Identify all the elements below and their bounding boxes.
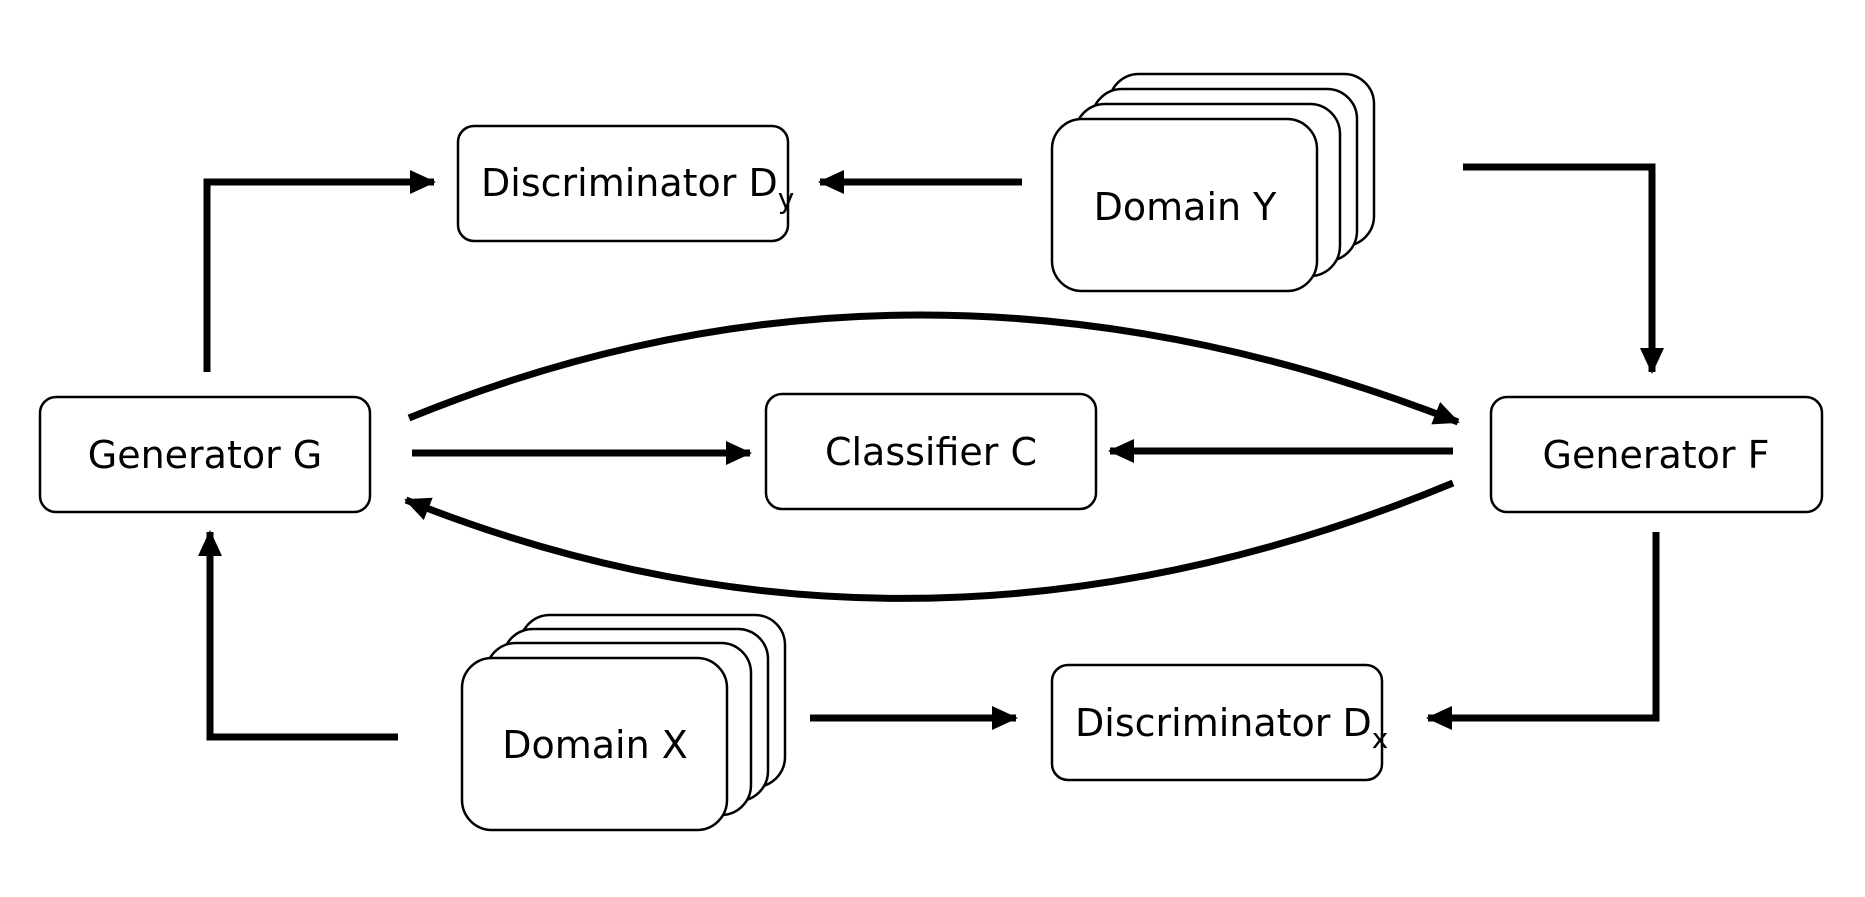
domain-y-label: Domain Y [1094, 185, 1278, 229]
svg-text:Discriminator Dx: Discriminator Dx [1075, 701, 1388, 755]
discriminator-dy-label: Discriminator D [481, 161, 778, 205]
generator-g-label: Generator G [88, 433, 323, 477]
classifier-c-label: Classifier C [825, 430, 1037, 474]
domain-x-label: Domain X [502, 723, 688, 767]
classifier-c-node: Classifier C [764, 392, 1098, 511]
arrow-g-to-f-curve [407, 311, 1460, 426]
discriminator-dx-node: Discriminator Dx [1050, 663, 1388, 782]
generator-f-node: Generator F [1489, 395, 1824, 514]
arrow-domain-x-to-generator-g [198, 530, 398, 741]
discriminator-dx-label: Discriminator D [1075, 701, 1372, 745]
arrow-f-to-g-curve [404, 479, 1455, 602]
arrow-g-to-discriminator-dy [203, 170, 436, 372]
generator-f-label: Generator F [1543, 433, 1770, 477]
discriminator-dx-subscript: x [1372, 722, 1389, 755]
discriminator-dy-node: Discriminator Dy [456, 124, 794, 243]
generator-g-node: Generator G [38, 395, 372, 514]
domain-y-stack: Domain Y [1050, 72, 1376, 293]
discriminator-dy-subscript: y [778, 182, 795, 215]
svg-text:Discriminator Dy: Discriminator Dy [481, 161, 794, 215]
domain-x-stack: Domain X [460, 613, 787, 832]
arrow-f-to-discriminator-dx [1426, 532, 1660, 730]
arrow-domain-y-to-generator-f [1463, 163, 1664, 374]
